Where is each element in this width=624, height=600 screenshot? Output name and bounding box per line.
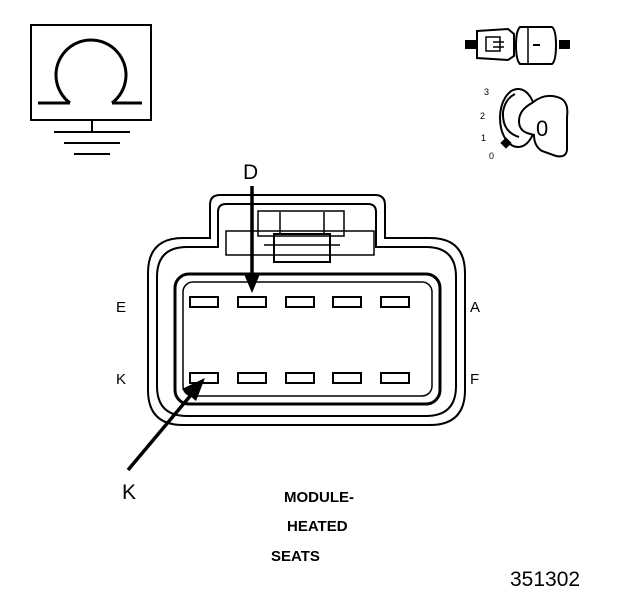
key-position-label: 1 xyxy=(481,133,487,143)
terminal-g xyxy=(332,372,362,384)
title-line-2: HEATED xyxy=(287,518,348,535)
terminal-f xyxy=(380,372,410,384)
title-line-1: MODULE- xyxy=(284,489,354,506)
ignition-key-icon xyxy=(499,88,569,158)
ohm-ground-symbol xyxy=(30,24,152,155)
side-label-a: A xyxy=(470,299,481,316)
terminal-c xyxy=(285,296,315,308)
side-label-e: E xyxy=(116,299,127,316)
terminal-b xyxy=(332,296,362,308)
title-line-3: SEATS xyxy=(271,548,320,565)
key-label: 0 xyxy=(536,116,549,141)
terminal-d xyxy=(237,296,267,308)
key-position-label: 3 xyxy=(484,87,490,97)
connector-disconnected-icon xyxy=(465,26,570,65)
side-label-k: K xyxy=(116,371,127,388)
terminal-j xyxy=(237,372,267,384)
terminal-e xyxy=(189,296,219,308)
key-position-label: 2 xyxy=(480,111,486,121)
callout-k: K xyxy=(122,481,137,504)
callout-arrow-d xyxy=(244,186,260,293)
callout-arrow-k xyxy=(126,378,205,472)
side-label-f: F xyxy=(470,371,480,388)
figure-number: 351302 xyxy=(510,568,581,591)
terminal-a xyxy=(380,296,410,308)
terminal-k xyxy=(189,372,219,384)
terminal-row-top xyxy=(189,296,410,308)
terminal-row-bottom xyxy=(189,372,410,384)
connector-body xyxy=(147,194,466,426)
terminal-h xyxy=(285,372,315,384)
callout-d: D xyxy=(243,161,259,184)
key-position-label: 0 xyxy=(489,151,495,161)
